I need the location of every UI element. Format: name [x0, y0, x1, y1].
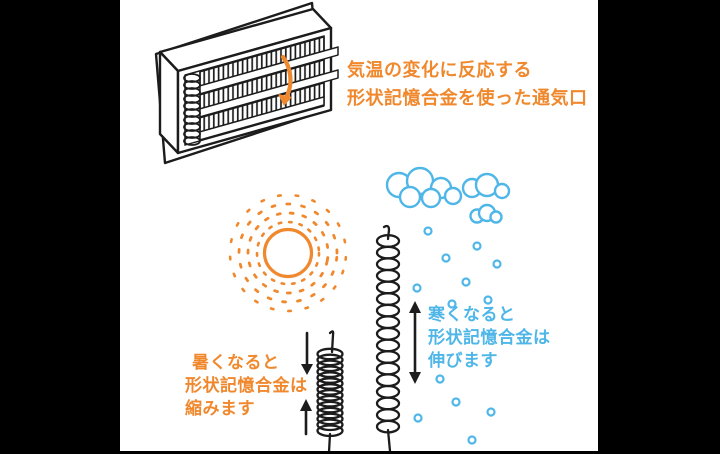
diagram-artwork [154, 1, 511, 451]
double-headed-arrow-icon [409, 301, 421, 384]
cold-label-line2: 形状記憶合金は [428, 328, 551, 348]
hot-label: 暑くなると 形状記憶合金は 縮みます [185, 352, 308, 421]
vent-caption-line2: 形状記憶合金を使った通気口 [347, 88, 588, 109]
hot-label-line3: 縮みます [185, 399, 255, 419]
hot-label-line2: 形状記憶合金は [185, 376, 308, 396]
compress-arrows-icon [300, 331, 313, 436]
cloud-icon [385, 166, 511, 224]
extended-coil-spring-icon [375, 224, 401, 451]
sun-icon [228, 193, 348, 313]
orange-airflow-down-arrow-icon [278, 54, 293, 106]
hot-label-line1: 暑くなると [192, 353, 280, 373]
cold-label: 寒くなると 形状記憶合金は 伸びます [428, 304, 551, 373]
compressed-coil-spring-icon [316, 330, 344, 451]
vent-caption-line1: 気温の変化に反応する [347, 60, 532, 81]
vent-caption: 気温の変化に反応する 形状記憶合金を使った通気口 [347, 57, 588, 113]
vent-box-left [158, 50, 180, 155]
illustration-canvas: 気温の変化に反応する 形状記憶合金を使った通気口 寒くなると 形状記憶合金は 伸… [120, 0, 598, 451]
snow-dots-icon [412, 226, 502, 445]
vent-louver-illustration [154, 1, 339, 165]
cold-label-line1: 寒くなると [428, 305, 516, 325]
cold-label-line3: 伸びます [428, 351, 498, 371]
